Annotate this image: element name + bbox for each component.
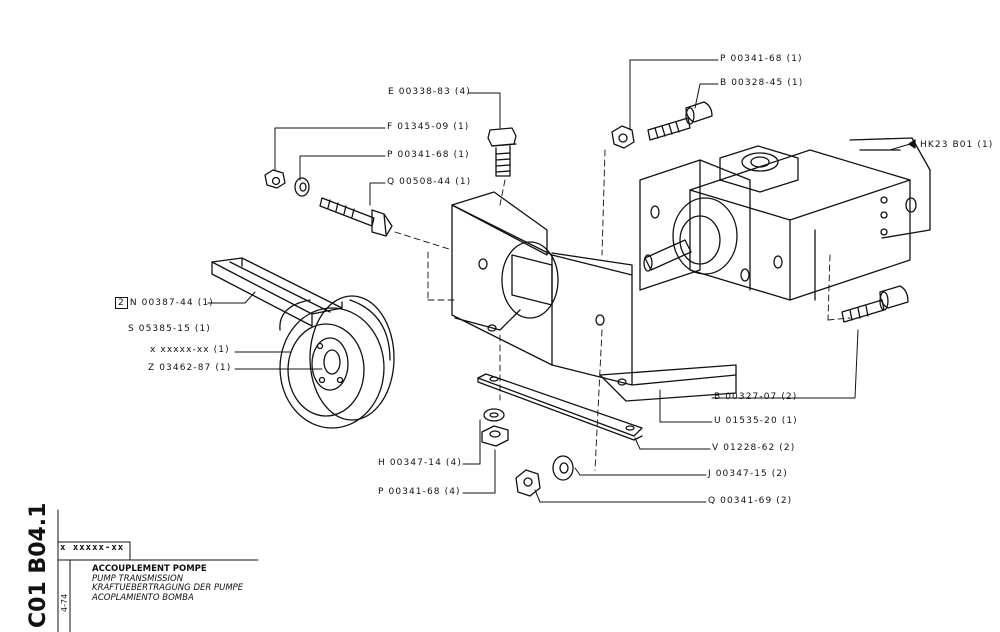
hydraulic-pump xyxy=(639,137,931,301)
pointer-arrow-icon xyxy=(908,139,916,149)
callout-j-00347-15: J 00347-15 (2) xyxy=(708,469,788,479)
pulley xyxy=(279,295,395,429)
leader-lines xyxy=(207,59,911,503)
washer-j xyxy=(552,455,574,481)
callout-hk23-pump: HK23 B01 (1) xyxy=(920,140,994,150)
callout-z-03462-87: Z 03462-87 (1) xyxy=(148,363,232,373)
sheet-date: 4-74 xyxy=(60,593,69,612)
title-english: PUMP TRANSMISSION xyxy=(92,573,184,584)
washer-p xyxy=(294,177,310,197)
callout-u-01535-20: U 01535-20 (1) xyxy=(714,416,798,426)
callout-v-01228-62: V 01228-62 (2) xyxy=(712,443,796,453)
sheet-code: C01 B04.1 xyxy=(26,502,51,628)
callout-b-00328-45: B 00328-45 (1) xyxy=(720,78,804,88)
nut-p-lower xyxy=(481,425,509,447)
title-block-text: ACCOUPLEMENT POMPE PUMP TRANSMISSION KRA… xyxy=(92,564,244,603)
nut-q xyxy=(515,469,541,497)
mounting-bracket xyxy=(451,191,737,402)
belt-guard xyxy=(211,257,343,327)
nut-f xyxy=(264,169,286,189)
reference-number: x xxxxx-xx xyxy=(60,543,125,553)
bolt-b-lower xyxy=(841,285,909,323)
callout-h-00347-14: H 00347-14 (4) xyxy=(378,458,462,468)
callout-f-01345-09: F 01345-09 (1) xyxy=(387,122,470,132)
callout-n-text: N 00387-44 (1) xyxy=(129,298,214,308)
index-number-box: 2 xyxy=(115,297,128,309)
washer-h xyxy=(483,408,505,422)
callout-b-00327-07: B 00327-07 (2) xyxy=(714,392,798,402)
nut-p-upper xyxy=(611,125,635,149)
callout-p-00341-68-bottom: P 00341-68 (4) xyxy=(378,487,461,497)
callout-p-00341-68-top: P 00341-68 (1) xyxy=(720,54,803,64)
callout-p-00341-68-left: P 00341-68 (1) xyxy=(387,150,470,160)
callout-e-00338-83: E 00338-83 (4) xyxy=(388,87,471,97)
callout-q-00508-44: Q 00508-44 (1) xyxy=(387,177,472,187)
spacer-strip xyxy=(477,373,643,441)
title-block-frame xyxy=(57,509,259,632)
bolt-e xyxy=(487,127,517,177)
callout-q-00341-69: Q 00341-69 (2) xyxy=(708,496,793,506)
bolt-q xyxy=(319,197,393,237)
title-spanish: ACOPLAMIENTO BOMBA xyxy=(92,592,194,603)
callout-s-05385-15: S 05385-15 (1) xyxy=(128,324,211,334)
callout-x-xxxxx-xx: x xxxxx-xx (1) xyxy=(150,345,230,355)
title-french: ACCOUPLEMENT POMPE xyxy=(92,564,207,574)
bolt-b-upper xyxy=(647,101,713,141)
title-german: KRAFTUEBERTRAGUNG DER PUMPE xyxy=(92,583,244,593)
